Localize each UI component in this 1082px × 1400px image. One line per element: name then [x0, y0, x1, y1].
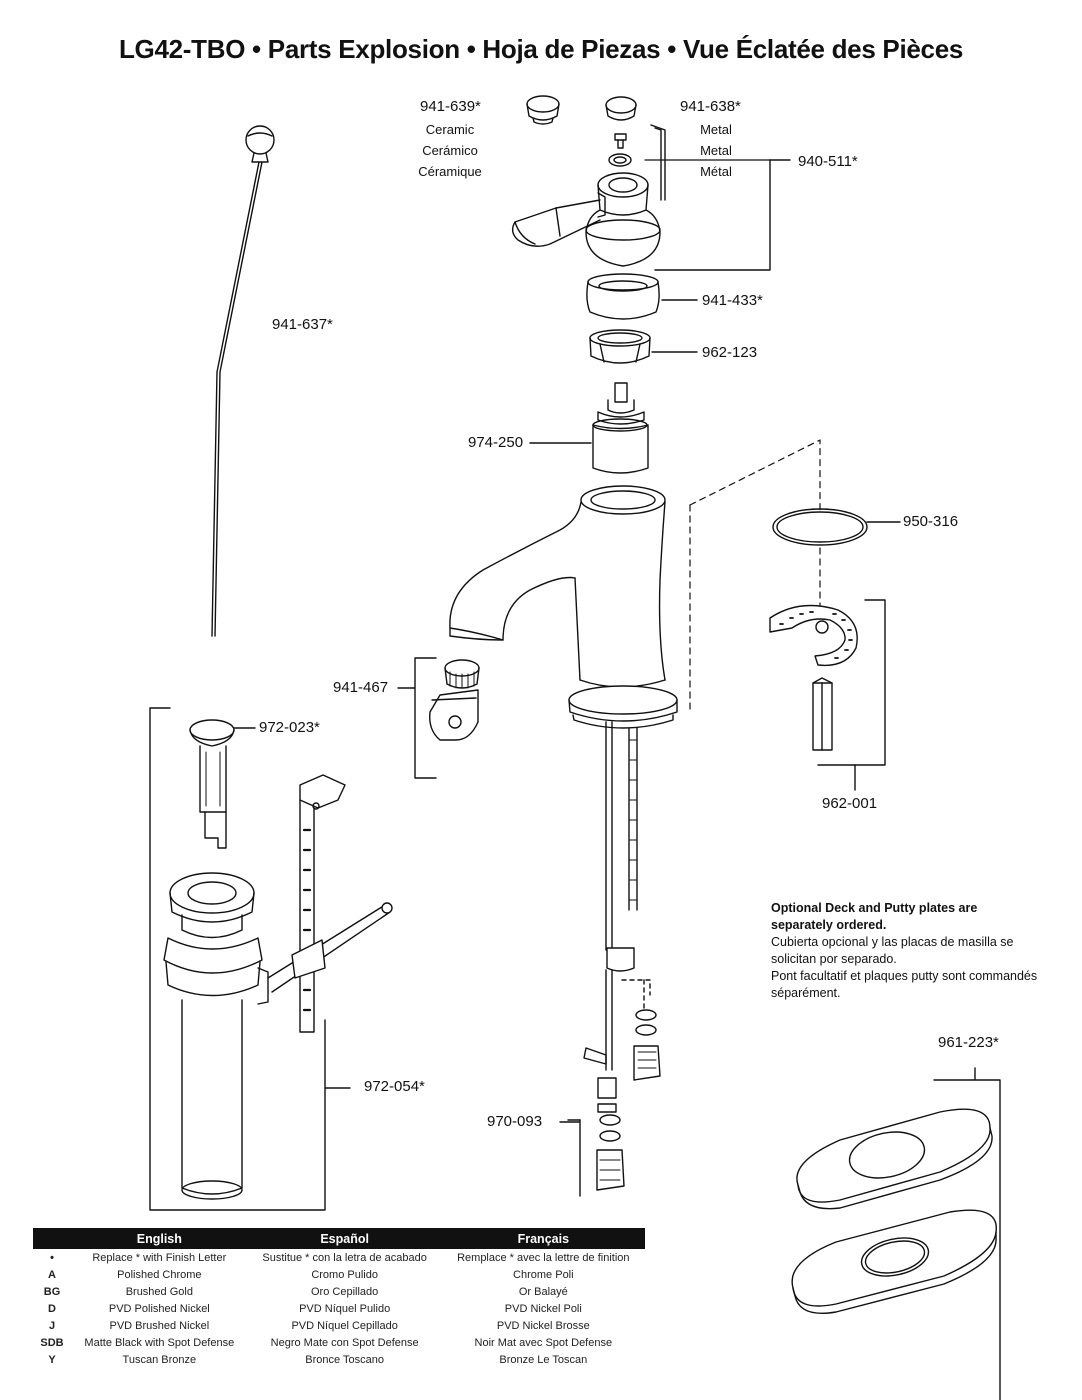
label-974-250: 974-250: [468, 434, 524, 451]
label-962-001: 962-001: [822, 795, 878, 812]
finish-french: PVD Nickel Poli: [504, 1302, 582, 1315]
label-941-638-material-fr: Métal: [700, 164, 732, 179]
label-941-638: 941-638*: [680, 98, 741, 115]
finish-spanish: Sustitue * con la letra de acabado: [262, 1251, 427, 1264]
finish-table: English Español Français • Replace * wit…: [33, 1228, 645, 1368]
mounting-bracket-drawing: [769, 599, 886, 791]
label-941-637: 941-637*: [272, 316, 333, 333]
finish-french: PVD Nickel Brosse: [496, 1319, 590, 1332]
dome-cover-drawing: [586, 273, 698, 320]
pop-up-rod-drawing: [211, 125, 275, 637]
label-961-223: 961-223*: [938, 1034, 999, 1051]
label-941-639-material-es: Cerámico: [422, 143, 478, 158]
finish-french: Or Balayé: [518, 1285, 568, 1298]
drain-body-drawing: [163, 872, 393, 1200]
aerator-drawing: [397, 657, 480, 779]
note-english: Optional Deck and Putty plates are separ…: [771, 901, 978, 932]
supply-shank-drawing: [583, 721, 638, 1113]
finish-code: •: [50, 1251, 54, 1264]
cartridge-drawing: [529, 382, 649, 474]
optional-plates-note: Optional Deck and Putty plates are separ…: [771, 900, 1041, 1002]
label-962-123: 962-123: [702, 344, 758, 361]
finish-table-header: English Español Français: [33, 1228, 645, 1249]
ceramic-cap-drawing: [526, 95, 560, 125]
header-spanish: Español: [247, 1228, 442, 1249]
label-950-316: 950-316: [903, 513, 959, 530]
finish-code: A: [48, 1268, 56, 1281]
drain-stopper-drawing: [189, 719, 256, 849]
finish-french: Chrome Poli: [513, 1268, 574, 1281]
finish-code: D: [48, 1302, 56, 1315]
faucet-body-drawing: [449, 485, 678, 729]
finish-english: PVD Polished Nickel: [108, 1302, 210, 1315]
clevis-strap-drawing: [291, 774, 346, 1033]
finish-code: SDB: [40, 1336, 64, 1349]
table-row: • Replace * with Finish Letter Sustitue …: [33, 1249, 645, 1266]
cold-supply-fittings-drawing: [559, 1114, 625, 1197]
note-spanish: Cubierta opcional y las placas de masill…: [771, 935, 1014, 966]
gasket-drawing: [772, 508, 901, 546]
table-row: BG Brushed Gold Oro Cepillado Or Balayé: [33, 1283, 645, 1300]
table-row: Y Tuscan Bronze Bronce Toscano Bronze Le…: [33, 1351, 645, 1368]
header-french: Français: [441, 1228, 645, 1249]
metal-cap-drawing: [605, 96, 666, 201]
finish-french: Noir Mat avec Spot Defense: [474, 1336, 613, 1349]
finish-spanish: Bronce Toscano: [305, 1353, 384, 1366]
finish-french: Remplace * avec la lettre de finition: [457, 1251, 630, 1264]
label-941-433: 941-433*: [702, 292, 763, 309]
label-972-023: 972-023*: [259, 719, 320, 736]
label-941-639: 941-639*: [420, 98, 481, 115]
finish-spanish: Oro Cepillado: [311, 1285, 379, 1298]
label-972-054: 972-054*: [364, 1078, 425, 1095]
finish-code: BG: [43, 1285, 61, 1298]
table-row: SDB Matte Black with Spot Defense Negro …: [33, 1334, 645, 1351]
label-941-467: 941-467: [333, 679, 389, 696]
finish-spanish: PVD Níquel Cepillado: [291, 1319, 398, 1332]
finish-spanish: Cromo Pulido: [311, 1268, 378, 1281]
deck-plate-drawing: [791, 1067, 1001, 1400]
finish-code: J: [48, 1319, 56, 1332]
finish-english: PVD Brushed Nickel: [109, 1319, 210, 1332]
label-970-093: 970-093: [487, 1113, 543, 1130]
handle-assembly-drawing: [511, 172, 661, 267]
finish-english: Brushed Gold: [125, 1285, 193, 1298]
table-row: A Polished Chrome Cromo Pulido Chrome Po…: [33, 1266, 645, 1283]
bracket-940-511: [654, 159, 771, 271]
finish-spanish: Negro Mate con Spot Defense: [270, 1336, 419, 1349]
note-french: Pont facultatif et plaques putty sont co…: [771, 969, 1038, 1000]
header-code: [33, 1228, 71, 1249]
bonnet-nut-drawing: [589, 329, 698, 364]
label-940-511: 940-511*: [798, 153, 858, 170]
finish-french: Bronze Le Toscan: [499, 1353, 588, 1366]
label-941-638-material-es: Metal: [700, 143, 732, 158]
finish-spanish: PVD Níquel Pulido: [299, 1302, 391, 1315]
finish-english: Tuscan Bronze: [122, 1353, 197, 1366]
table-row: D PVD Polished Nickel PVD Níquel Pulido …: [33, 1300, 645, 1317]
finish-english: Matte Black with Spot Defense: [84, 1336, 235, 1349]
finish-code: Y: [48, 1353, 56, 1366]
header-english: English: [71, 1228, 248, 1249]
supply-fittings-drawing: [621, 979, 661, 1081]
finish-english: Polished Chrome: [117, 1268, 202, 1281]
label-941-639-material-en: Ceramic: [425, 122, 475, 137]
label-941-638-material-en: Metal: [700, 122, 732, 137]
finish-english: Replace * with Finish Letter: [92, 1251, 227, 1264]
page-title: LG42-TBO • Parts Explosion • Hoja de Pie…: [118, 34, 964, 64]
table-row: J PVD Brushed Nickel PVD Níquel Cepillad…: [33, 1317, 645, 1334]
label-941-639-material-fr: Céramique: [418, 164, 482, 179]
